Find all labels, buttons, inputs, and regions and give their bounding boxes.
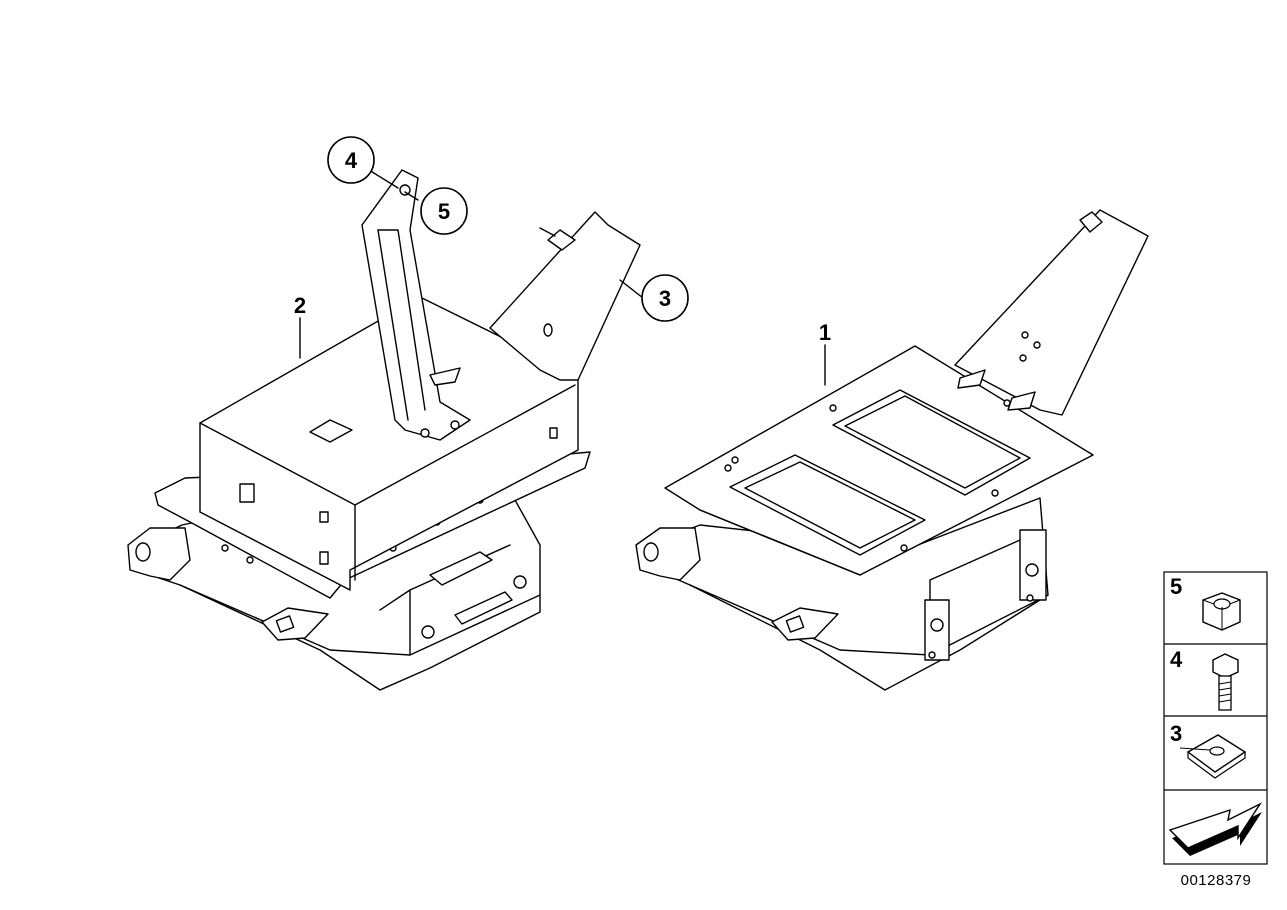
hex-nut-icon (1202, 592, 1241, 631)
callout-3-circle: 3 (641, 274, 689, 322)
leader-line-4 (368, 169, 399, 189)
document-id: 00128379 (1181, 872, 1252, 889)
callout-4: 4 (345, 148, 358, 173)
callout-3: 3 (659, 286, 671, 311)
callout-1: 1 (819, 320, 831, 345)
callout-4-circle: 4 (327, 136, 375, 184)
clip-nut-icon (1179, 734, 1247, 779)
hex-bolt-icon (1212, 653, 1239, 711)
leader-line-3 (619, 279, 644, 299)
callout-5-circle: 5 (420, 187, 468, 235)
legend-number-4: 4 (1170, 647, 1183, 672)
callout-5: 5 (438, 199, 450, 224)
fastener-legend: 5 4 3 (1163, 571, 1268, 865)
direction-arrow-icon (1168, 802, 1262, 856)
callout-2: 2 (294, 293, 306, 318)
right-bracket-assembly (635, 209, 1149, 691)
legend-number-3: 3 (1170, 721, 1182, 746)
leader-line-5 (404, 191, 419, 201)
left-bracket-assembly (127, 169, 641, 691)
leader-line-3b (539, 227, 556, 237)
legend-number-5: 5 (1170, 574, 1182, 599)
